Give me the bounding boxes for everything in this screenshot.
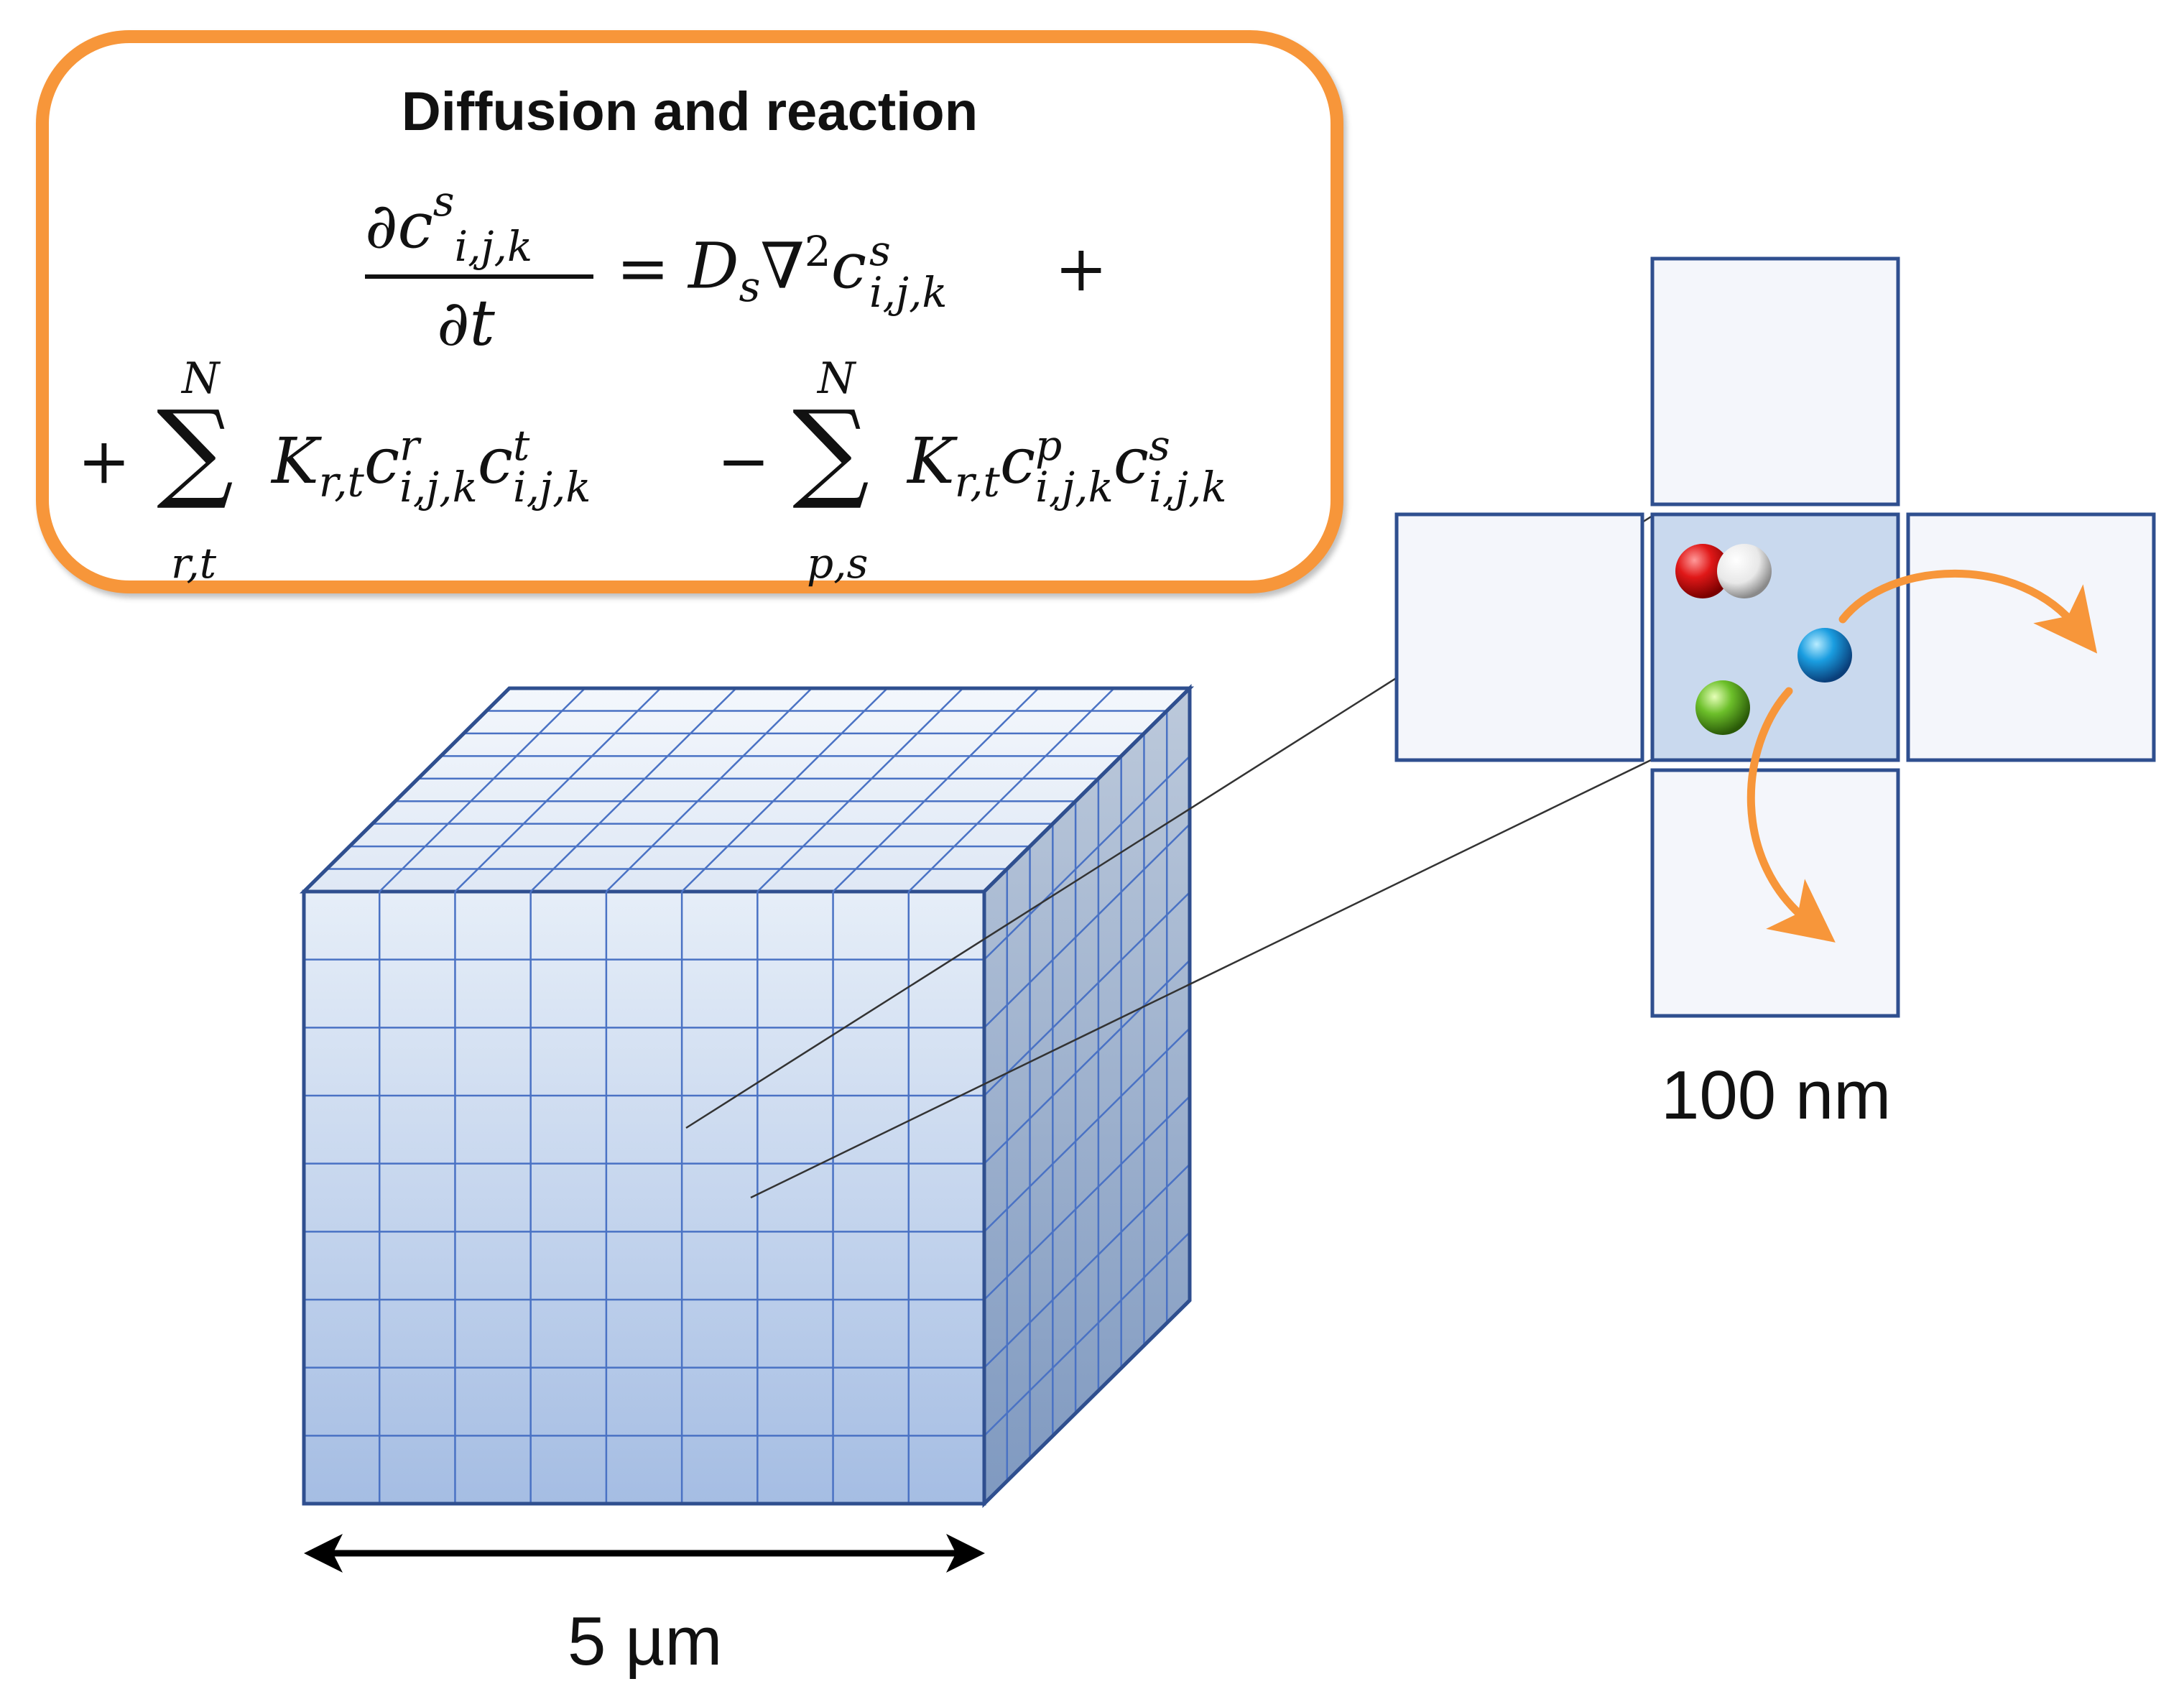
side-grid-depth <box>984 1231 1190 1437</box>
diffusion-arrow-right <box>1838 569 2098 654</box>
side-grid-depth <box>984 1163 1190 1369</box>
top-grid-depth <box>681 688 888 892</box>
neighbour-cell-top <box>1650 256 1900 506</box>
cube-grid-lines <box>304 688 1190 1504</box>
cell-size-label: 100 nm <box>1661 1057 1892 1134</box>
sum1-upper-limit: N <box>182 353 220 404</box>
top-grid-depth <box>379 688 586 892</box>
neighbour-cell-right <box>1906 512 2156 762</box>
side-grid-depth <box>984 959 1190 1165</box>
zoom-leader-line-lower <box>750 758 1653 1199</box>
cell-neighbourhood <box>1394 256 2156 1018</box>
top-grid-depth <box>454 688 662 892</box>
cube-width-label: 5 µm <box>568 1603 723 1680</box>
top-grid-depth <box>529 688 737 892</box>
equation-title: Diffusion and reaction <box>401 81 978 142</box>
minus-sign: − <box>717 424 770 498</box>
diffusion-arrow-down <box>1746 687 1836 943</box>
fraction-bar <box>365 274 593 279</box>
sum1-symbol: ∑ <box>157 388 234 513</box>
trailing-plus: + <box>1055 231 1108 305</box>
equals-sign: = <box>616 231 670 305</box>
leading-plus: + <box>78 424 131 498</box>
sum1-lower-limit: r,t <box>171 539 217 588</box>
sum2-upper-limit: N <box>818 353 856 404</box>
side-grid-depth <box>984 1027 1190 1233</box>
sum2-lower-limit: p,s <box>807 539 869 588</box>
top-grid-depth <box>832 688 1040 892</box>
cube-front-face <box>302 889 986 1506</box>
grid-cube <box>299 684 1195 1508</box>
neighbour-cell-left <box>1394 512 1644 762</box>
top-grid-depth <box>606 688 813 892</box>
top-grid-depth <box>907 688 1115 892</box>
blue-sphere-icon <box>1797 628 1852 683</box>
lhs-denominator: ∂t <box>437 286 495 360</box>
neighbour-cell-bottom <box>1650 768 1900 1018</box>
side-grid-depth <box>984 892 1190 1096</box>
lhs-numerator: ∂csi,j,k <box>365 177 533 271</box>
green-sphere-icon <box>1695 680 1750 735</box>
sum2-symbol: ∑ <box>792 388 870 513</box>
top-grid-depth <box>756 688 964 892</box>
equation-box: Diffusion and reaction ∂csi,j,k ∂t = Ds∇… <box>36 30 1343 593</box>
red-white-molecule-icon <box>1675 544 1772 598</box>
side-grid-depth <box>984 1096 1190 1300</box>
side-grid-depth <box>984 823 1190 1029</box>
side-grid-depth <box>984 755 1190 961</box>
